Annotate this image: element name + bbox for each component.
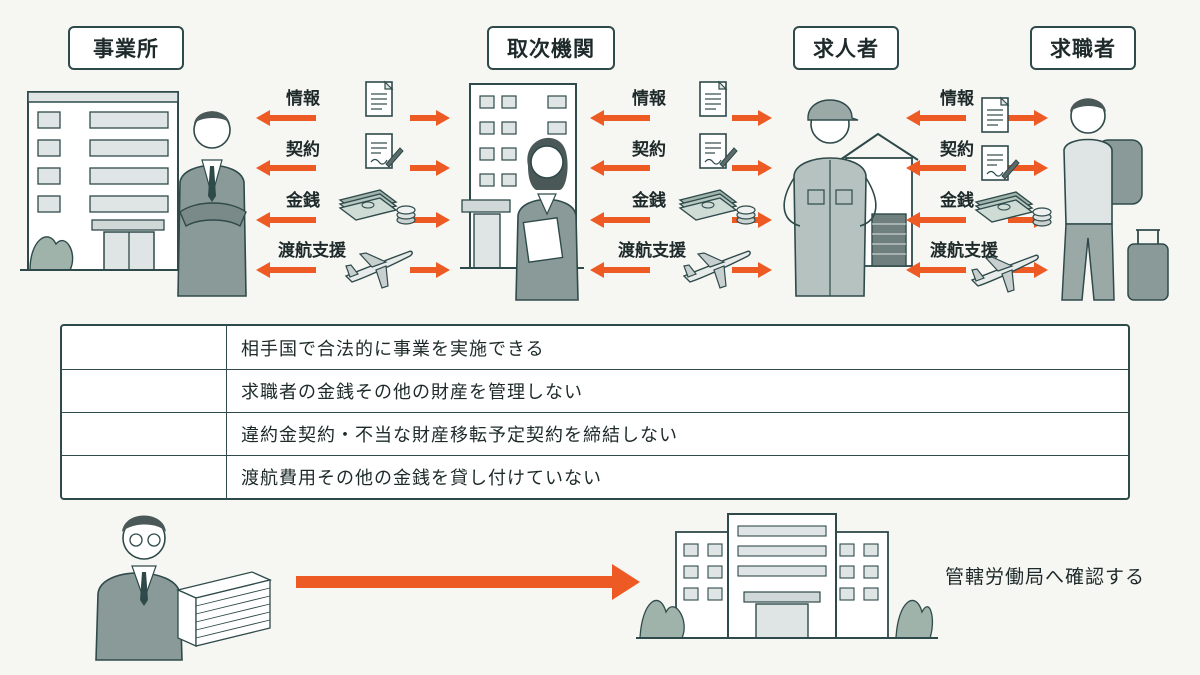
condition-row: 違約金契約・不当な財産移転予定契約を締結しない (62, 412, 1128, 455)
flow-label-money-middle: 金銭 (632, 191, 666, 211)
actor-box-agency: 取次機関 (487, 26, 615, 70)
condition-blank-cell (62, 326, 227, 369)
condition-text: 求職者の金銭その他の財産を管理しない (241, 382, 583, 403)
condition-blank-cell (62, 413, 227, 455)
confirm-label: 管轄労働局へ確認する (945, 566, 1146, 588)
condition-row: 渡航費用その他の金銭を貸し付けていない (62, 455, 1128, 498)
actor-box-recruiter: 求人者 (793, 26, 899, 70)
document-icon (365, 81, 393, 117)
contract-pen-icon (365, 133, 404, 169)
document-icon (981, 97, 1009, 133)
flow-label-contract-right: 契約 (940, 140, 974, 160)
office-building-icon (20, 91, 186, 271)
business-man-icon (177, 111, 247, 297)
contract-pen-icon (699, 133, 738, 169)
condition-text: 相手国で合法的に事業を実施できる (241, 338, 545, 360)
money-icon (339, 189, 416, 225)
traveler-icon (1061, 98, 1169, 301)
flow-label-contract-middle: 契約 (632, 140, 666, 160)
contract-pen-icon (981, 145, 1020, 181)
condition-blank-cell (62, 370, 227, 412)
flow-label-money-right: 金銭 (940, 191, 974, 211)
actor-box-office: 事業所 (68, 26, 184, 70)
man-with-documents-icon (95, 515, 273, 661)
document-icon (699, 81, 727, 117)
airplane-icon (345, 250, 413, 289)
condition-blank-cell (62, 456, 227, 498)
flow-label-info-right: 情報 (940, 89, 974, 109)
flow-label-travel-left: 渡航支援 (278, 241, 346, 261)
conditions-table: 相手国で合法的に事業を実施できる 求職者の金銭その他の財産を管理しない 違約金契… (60, 324, 1130, 500)
flow-label-money-left: 金銭 (286, 191, 320, 211)
condition-row: 求職者の金銭その他の財産を管理しない (62, 369, 1128, 412)
flow-label-info-middle: 情報 (632, 89, 666, 109)
business-woman-icon (515, 137, 579, 301)
condition-text: 渡航費用その他の金銭を貸し付けていない (241, 468, 602, 489)
condition-text: 違約金契約・不当な財産移転予定契約を締結しない (241, 425, 678, 446)
flow-label-travel-middle: 渡航支援 (618, 241, 686, 261)
condition-row: 相手国で合法的に事業を実施できる (62, 326, 1128, 369)
actor-box-jobseeker: 求職者 (1030, 26, 1136, 70)
money-icon (679, 189, 756, 225)
worker-icon (783, 99, 877, 297)
flow-label-info-left: 情報 (286, 89, 320, 109)
flow-label-contract-left: 契約 (286, 140, 320, 160)
flow-label-travel-right: 渡航支援 (930, 241, 998, 261)
confirm-arrow (296, 564, 640, 600)
government-building-icon (636, 513, 938, 639)
